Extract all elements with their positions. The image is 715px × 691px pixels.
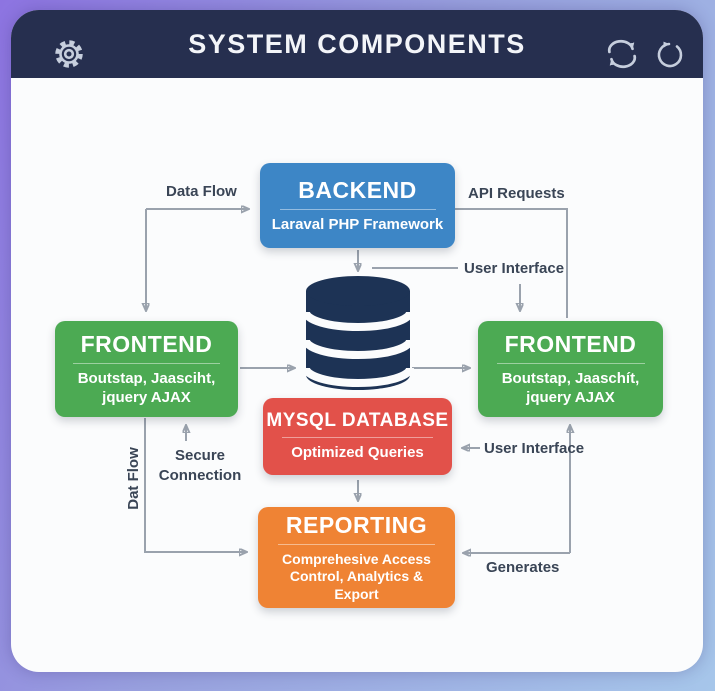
- divider: [277, 543, 436, 545]
- label-api-requests: API Requests: [468, 185, 565, 202]
- connector-api-requests: [455, 208, 568, 318]
- frontend-right-subtitle: Boutstap, Jaaschít, jquery AJAX: [501, 369, 640, 406]
- backend-box[interactable]: BACKEND Laraval PHP Framework: [260, 163, 455, 248]
- label-dat-flow: Dat Flow: [124, 446, 142, 510]
- reporting-title: REPORTING: [285, 511, 428, 538]
- backend-subtitle: Laraval PHP Framework: [271, 215, 444, 233]
- connector-frontend-left-to-reporting: [144, 418, 246, 552]
- divider: [281, 437, 434, 439]
- frontend-right-title: FRONTEND: [504, 330, 637, 357]
- sync-icon[interactable]: [601, 37, 643, 71]
- frontend-left-box[interactable]: FRONTEND Boutstap, Jaasciht, jquery AJAX: [55, 321, 238, 417]
- label-secure-connection: Secure Connection: [158, 447, 242, 484]
- divider: [73, 362, 220, 364]
- frontend-left-title: FRONTEND: [80, 330, 213, 357]
- reporting-box[interactable]: REPORTING Comprehesive Access Control, A…: [258, 507, 455, 608]
- divider: [496, 362, 645, 364]
- mysql-subtitle: Optimized Queries: [291, 444, 424, 462]
- title-bar: SYSTEM COMPONENTS: [11, 10, 703, 78]
- label-user-interface-top: User Interface: [464, 260, 565, 277]
- refresh-icon[interactable]: [652, 36, 688, 72]
- frontend-left-subtitle: Boutstap, Jaasciht, jquery AJAX: [77, 369, 216, 406]
- label-user-interface-mid: User Interface: [484, 440, 585, 457]
- divider: [279, 208, 436, 210]
- frontend-right-box[interactable]: FRONTEND Boutstap, Jaaschít, jquery AJAX: [478, 321, 663, 417]
- label-data-flow: Data Flow: [166, 183, 237, 200]
- backend-title: BACKEND: [298, 176, 417, 203]
- gear-icon[interactable]: [51, 36, 87, 72]
- reporting-subtitle: Comprehesive Access Control, Analytics &…: [282, 550, 431, 602]
- database-cylinder-icon: [302, 274, 414, 392]
- mysql-database-box[interactable]: MYSQL DATABASE Optimized Queries: [263, 398, 452, 475]
- mysql-title: MYSQL DATABASE: [266, 410, 449, 432]
- page-title: SYSTEM COMPONENTS: [188, 28, 526, 59]
- label-generates: Generates: [486, 559, 560, 576]
